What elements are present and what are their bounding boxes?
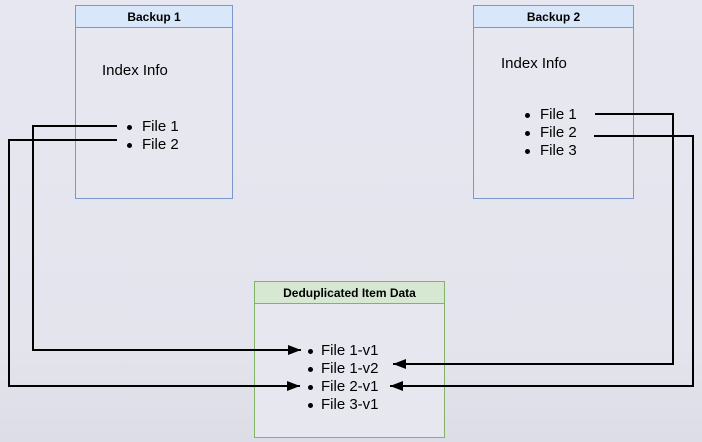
bullet-icon [308,402,313,408]
dedup-item-file1-v1-label: File 1-v1 [321,342,379,359]
dedup-item-file1-v1: File 1-v1 [255,342,444,360]
dedup-item-file3-v1-label: File 3-v1 [321,396,379,413]
bullet-icon [308,366,313,372]
backup2-item-file1: File 1 [474,106,633,124]
backup1-item-file2: File 2 [76,136,232,154]
bullet-icon [127,142,132,148]
dedup-item-file1-v2-label: File 1-v2 [321,360,379,377]
backup2-subtitle: Index Info [501,55,567,72]
dedup-item-file1-v2: File 1-v2 [255,360,444,378]
bullet-icon [525,112,530,118]
backup2-title: Backup 2 [474,6,633,28]
dedup-file-list: File 1-v1 File 1-v2 File 2-v1 File 3-v1 [255,342,444,414]
backup2-item-file3-label: File 3 [540,142,577,159]
backup2-item-file2-label: File 2 [540,124,577,141]
dedup-item-file2-v1-label: File 2-v1 [321,378,379,395]
backup1-subtitle: Index Info [102,62,168,79]
bullet-icon [308,348,313,354]
backup1-item-file1-label: File 1 [142,118,179,135]
backup2-file-list: File 1 File 2 File 3 [474,106,633,160]
backup2-box: Backup 2 Index Info File 1 File 2 File 3 [473,5,634,199]
backup2-item-file3: File 3 [474,142,633,160]
backup1-box: Backup 1 Index Info File 1 File 2 [75,5,233,199]
dedup-item-file2-v1: File 2-v1 [255,378,444,396]
dedup-box: Deduplicated Item Data File 1-v1 File 1-… [254,281,445,438]
backup2-item-file1-label: File 1 [540,106,577,123]
bullet-icon [525,130,530,136]
bullet-icon [525,148,530,154]
dedup-item-file3-v1: File 3-v1 [255,396,444,414]
dedup-title: Deduplicated Item Data [255,282,444,304]
bullet-icon [308,384,313,390]
backup1-file-list: File 1 File 2 [76,118,232,154]
backup1-title: Backup 1 [76,6,232,28]
backup1-item-file1: File 1 [76,118,232,136]
backup1-item-file2-label: File 2 [142,136,179,153]
backup2-item-file2: File 2 [474,124,633,142]
bullet-icon [127,124,132,130]
